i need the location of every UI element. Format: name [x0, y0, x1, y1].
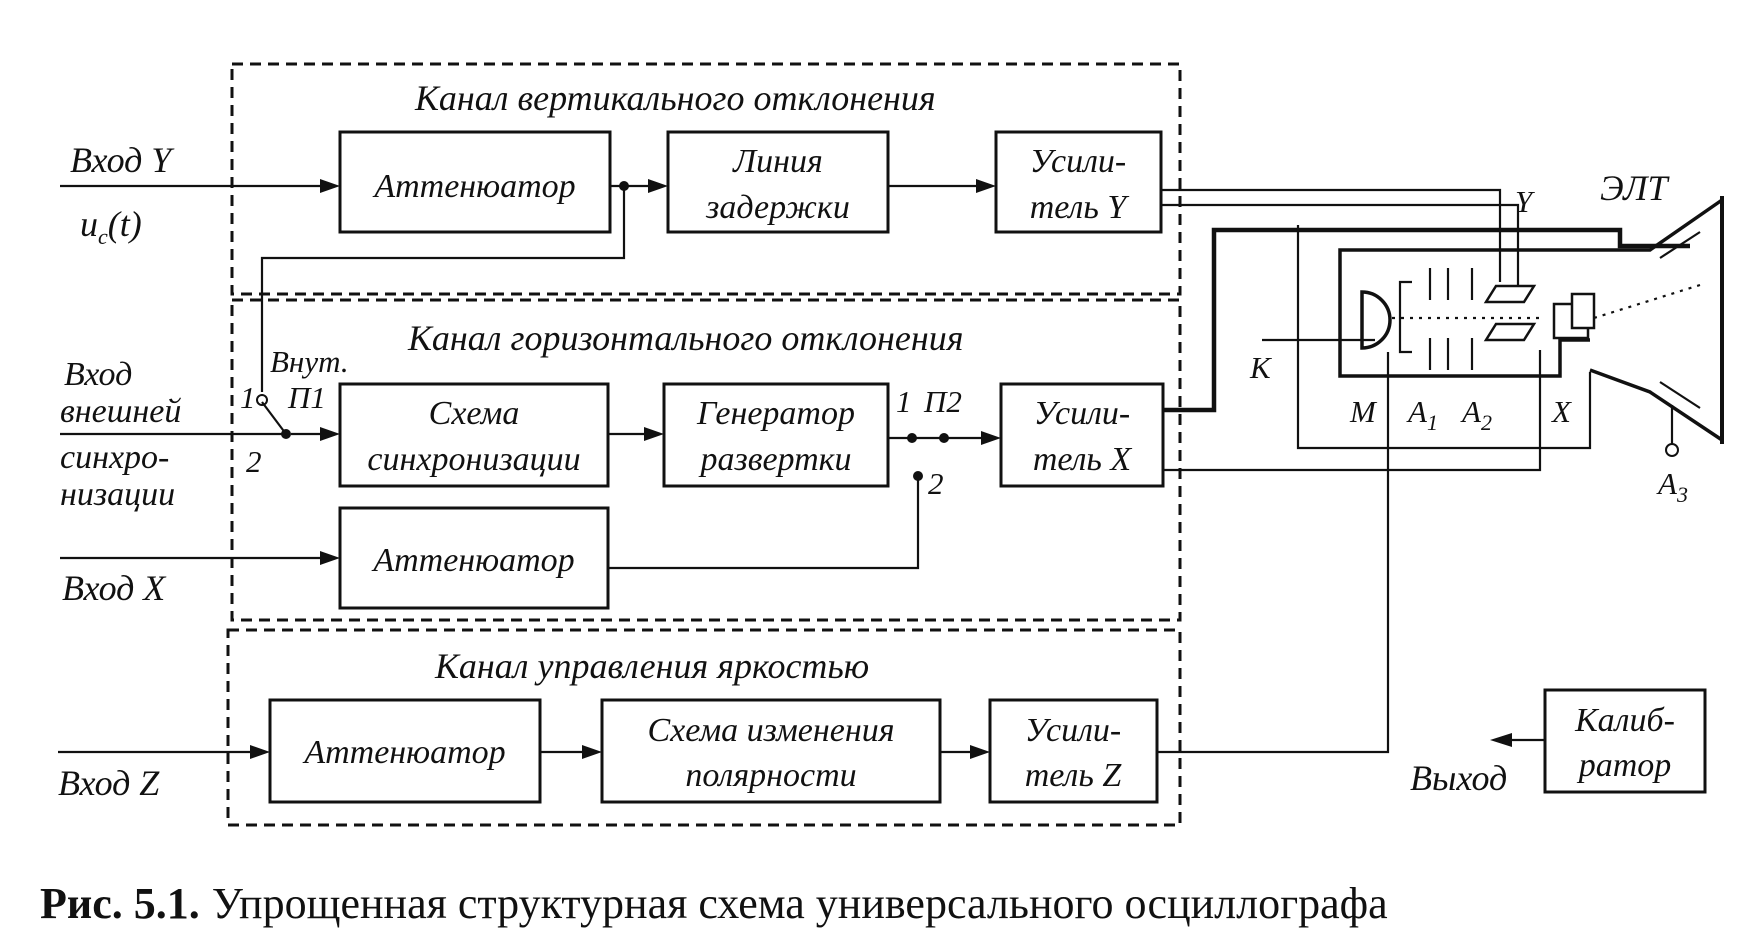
- crt-neck: [1338, 248, 1616, 378]
- sync-circuit-label-1: Схема: [429, 395, 520, 432]
- crt-a3-terminal: [1665, 443, 1679, 457]
- sweep-generator-label-2: развертки: [698, 441, 851, 478]
- crt-bulb-upper: [1616, 198, 1723, 252]
- delay-line-label-1: Линия: [732, 143, 823, 180]
- sync-circuit-block: [338, 382, 610, 488]
- amplifier-x-label-1: Усили-: [1034, 395, 1131, 432]
- crt-x-plate-right: [1570, 292, 1596, 330]
- vertical-channel-frame: [230, 62, 1182, 296]
- crt-y-plate-lower: [1483, 322, 1537, 342]
- switch-p1-contact-1: [256, 394, 268, 406]
- switch-p1-pos1: 1: [240, 380, 256, 415]
- crt-y-plate-upper: [1483, 284, 1537, 304]
- crt-x-label: X: [1550, 394, 1572, 429]
- horizontal-channel-frame: [230, 298, 1182, 622]
- delay-line-block: [666, 130, 890, 234]
- polarity-circuit-label-2: полярности: [685, 757, 856, 794]
- arrow-to-attenuator-z: [250, 745, 270, 759]
- input-z-label: Вход Z: [58, 763, 160, 803]
- figure-caption: Рис. 5.1.Упрощенная структурная схема ун…: [40, 879, 1388, 928]
- amplifier-y-block: [994, 130, 1163, 234]
- arrow-to-attenuator-x: [320, 551, 340, 565]
- crt-y-label: Y: [1515, 184, 1535, 219]
- crt-cathode: [1360, 290, 1392, 350]
- switch-internal-label: Внут.: [270, 344, 349, 379]
- wire-amp-x-lower: [1163, 350, 1542, 472]
- output-label: Выход: [1410, 758, 1507, 798]
- arrow-to-amplifier-x: [981, 431, 1001, 445]
- crt-modulator-label: М: [1349, 394, 1378, 429]
- polarity-circuit-label-1: Схема изменения: [647, 712, 894, 749]
- switch-p1-label: П1: [287, 380, 326, 415]
- input-y-label: Вход Y: [70, 140, 175, 180]
- attenuator-z-block: [268, 698, 542, 804]
- arrow-to-sync-circuit: [320, 427, 340, 441]
- crt-electron-beam-2: [1593, 283, 1701, 320]
- arrow-calibrator-output: [1490, 733, 1512, 747]
- ext-sync-label-1: Вход: [64, 356, 132, 393]
- arrow-to-amplifier-y: [976, 179, 996, 193]
- ext-sync-label-3: синхро-: [60, 439, 169, 476]
- crt-modulator-electrode: [1398, 280, 1412, 354]
- crt-a1-label: А1: [1406, 394, 1438, 435]
- signal-label: uc(t): [80, 204, 142, 249]
- crt-title: ЭЛТ: [1600, 168, 1670, 208]
- brightness-channel-frame: [226, 628, 1182, 827]
- attenuator-y-label: Аттенюатор: [372, 168, 575, 205]
- crt-screen-inner-lower: [1659, 381, 1701, 409]
- sweep-generator-block: [662, 382, 890, 488]
- wire-atten-x-to-p2: [608, 480, 920, 570]
- ext-sync-label-2: внешней: [60, 393, 181, 430]
- arrow-to-amplifier-z: [970, 745, 990, 759]
- arrow-to-attenuator-y: [320, 179, 340, 193]
- switch-p2-contact-2: [913, 471, 923, 481]
- wire-internal-sync-tap: [260, 186, 626, 392]
- crt-cathode-label: К: [1249, 350, 1273, 385]
- switch-p2-pos2: 2: [928, 466, 944, 501]
- crt-bulb-lower: [1589, 368, 1723, 442]
- crt-a3-label: А3: [1656, 466, 1688, 507]
- switch-p1-pos2: 2: [246, 444, 262, 479]
- switch-p2-label: П2: [923, 384, 962, 419]
- polarity-circuit-block: [600, 698, 942, 804]
- switch-p1-blade: [261, 401, 287, 435]
- calibrator-block: [1543, 688, 1707, 794]
- amplifier-y-label-1: Усили-: [1030, 143, 1127, 180]
- attenuator-x-label: Аттенюатор: [371, 542, 574, 579]
- calibrator-label-1: Калиб-: [1574, 702, 1675, 739]
- vertical-channel-title: Канал вертикального отклонения: [414, 78, 936, 118]
- brightness-channel-title: Канал управления яркостью: [434, 646, 869, 686]
- wire-amp-z-to-modulator: [1157, 352, 1390, 754]
- horizontal-channel-title: Канал горизонтального отклонения: [407, 318, 964, 358]
- sweep-generator-label-1: Генератор: [696, 395, 855, 432]
- amplifier-y-label-2: тель Y: [1030, 189, 1130, 226]
- arrow-to-delay-line: [648, 179, 668, 193]
- amplifier-z-label-2: тель Z: [1025, 757, 1123, 794]
- arrow-to-polarity: [582, 745, 602, 759]
- calibrator-label-2: ратор: [1577, 747, 1672, 784]
- crt-base-frame: [1296, 225, 1592, 450]
- amplifier-x-label-2: тель X: [1033, 441, 1133, 478]
- amplifier-x-block: [999, 382, 1165, 488]
- wire-amp-x-to-crt: [1163, 227, 1690, 413]
- ext-sync-label-4: низации: [60, 476, 175, 513]
- sync-circuit-label-2: синхронизации: [367, 441, 580, 478]
- input-x-label: Вход X: [62, 568, 167, 608]
- crt-a2-label: А2: [1460, 394, 1492, 435]
- attenuator-z-label: Аттенюатор: [302, 734, 505, 771]
- attenuator-y-block: [338, 130, 612, 234]
- delay-line-label-2: задержки: [705, 189, 850, 226]
- crt-screen-inner-upper: [1659, 231, 1701, 259]
- switch-p2-pos1: 1: [896, 384, 912, 419]
- arrow-to-generator: [644, 427, 664, 441]
- amplifier-z-label-1: Усили-: [1025, 712, 1122, 749]
- attenuator-x-block: [338, 506, 610, 610]
- wire-amp-y-lower: [1161, 203, 1520, 300]
